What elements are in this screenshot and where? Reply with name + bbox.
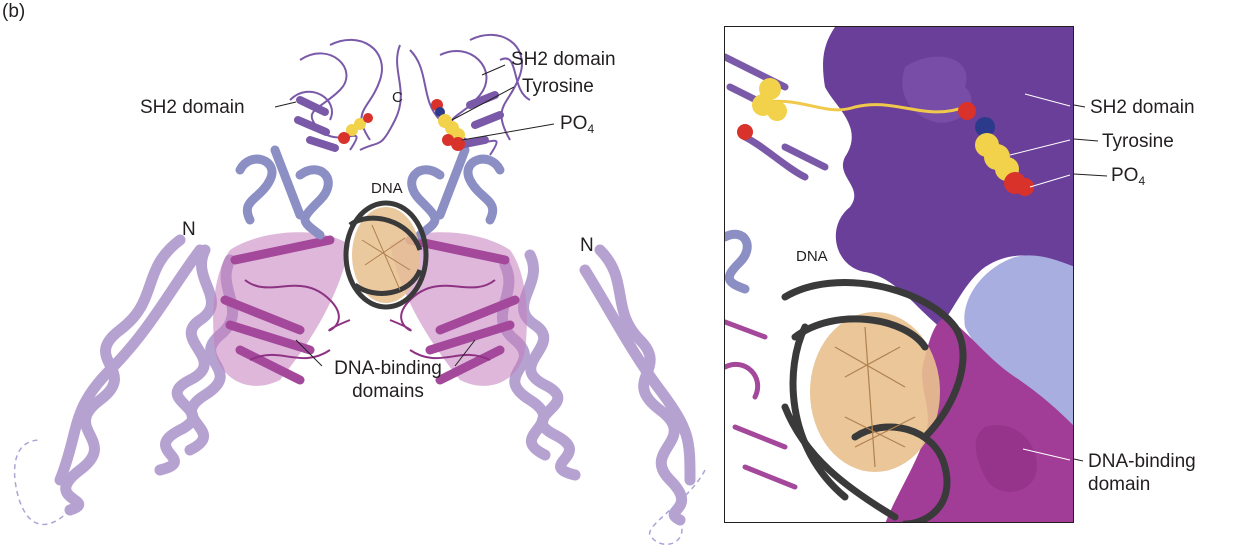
- label-c-terminus: C: [392, 89, 403, 106]
- protein-structure-inset: [725, 27, 1073, 522]
- label-dna-binding-line1: DNA-binding: [334, 358, 442, 379]
- leader-lines-inset: [1009, 93, 1071, 461]
- loop-left: [13, 439, 71, 526]
- sh2-domain-left-strands: [294, 96, 339, 152]
- label-tyrosine-inset: Tyrosine: [1102, 131, 1174, 152]
- peptide-linker: [764, 99, 966, 114]
- linker-domain-right: [407, 145, 505, 240]
- sh2-surface: [823, 27, 1073, 327]
- label-dna-binding-inset-line1: DNA-binding: [1088, 451, 1196, 472]
- label-n-terminus-left: N: [182, 219, 196, 240]
- label-tyrosine-left-panel: Tyrosine: [522, 76, 594, 97]
- dna-binding-ribbon-inset: [725, 319, 798, 490]
- protein-structure-left: [13, 34, 706, 545]
- dna-binding-domain-left: [213, 232, 351, 386]
- coiled-coil-left: [54, 234, 238, 516]
- phosphotyrosine-left: [338, 113, 373, 144]
- linker-domain-left: [235, 145, 333, 240]
- linker-ribbon-inset: [725, 229, 752, 294]
- linker-surface: [964, 255, 1073, 426]
- label-dna-left-panel: DNA: [371, 180, 403, 197]
- label-dna-inset: DNA: [796, 248, 828, 265]
- label-sh2-domain-right: SH2 domain: [511, 49, 616, 70]
- sh2-domain-right-strands: [456, 91, 504, 149]
- sh2-surface-highlight: [902, 56, 972, 123]
- dna-helix-left-panel: [343, 200, 429, 310]
- label-dna-binding-inset-line2: domain: [1088, 474, 1151, 495]
- phosphotyrosine-right: [431, 99, 465, 151]
- label-sh2-domain-inset: SH2 domain: [1090, 97, 1195, 118]
- label-dna-binding-domains: DNA-binding domains: [318, 359, 458, 401]
- label-po4-left-panel: PO4: [560, 113, 595, 136]
- label-sh2-domain-left: SH2 domain: [140, 97, 245, 118]
- leader-lines-left-panel: [274, 64, 555, 367]
- phosphotyrosine-inset: [737, 78, 1034, 196]
- inset-panel: [724, 26, 1074, 523]
- coiled-coil-right: [497, 244, 696, 526]
- label-n-terminus-right: N: [580, 235, 594, 256]
- loop-right: [649, 469, 706, 545]
- label-po4-inset: PO4: [1111, 165, 1146, 188]
- label-dna-binding-line2: domains: [352, 381, 424, 402]
- label-dna-binding-domain-inset: DNA-binding domain: [1088, 452, 1196, 494]
- dna-binding-surface-shade: [975, 425, 1037, 492]
- panel-label: (b): [2, 1, 26, 22]
- dna-helix-inset: [781, 279, 967, 522]
